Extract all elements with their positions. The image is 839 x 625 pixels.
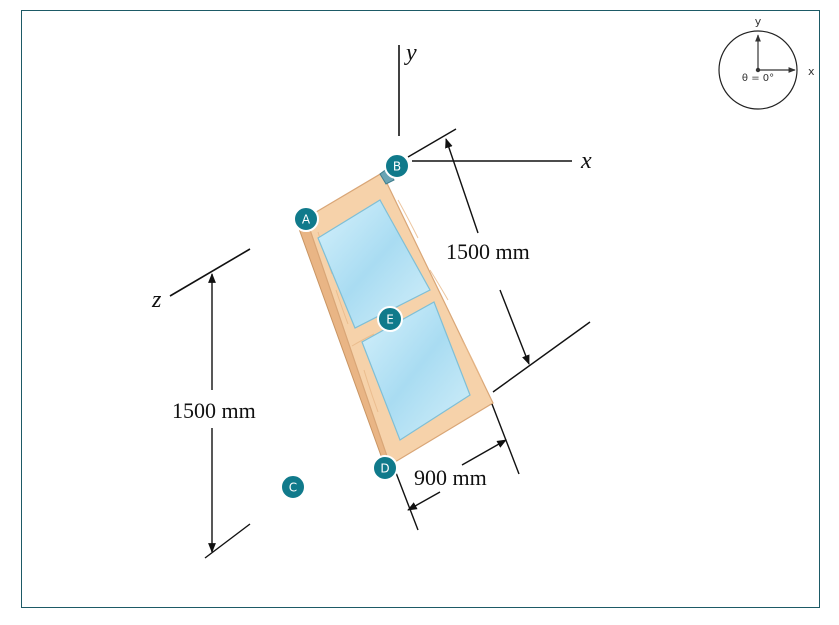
dimension-label-height-left: 1500 mm	[172, 398, 256, 423]
extension-line-top-right	[407, 128, 457, 158]
dimension-arrow-right-upper	[445, 138, 479, 234]
extension-line-bottom-right	[492, 321, 591, 393]
svg-text:E: E	[386, 313, 394, 327]
y-axis-label: y	[404, 40, 417, 66]
glass-pane-upper	[317, 199, 431, 329]
compass-y-label: y	[755, 15, 762, 28]
glass-pane-lower	[361, 301, 471, 441]
point-marker-d[interactable]: D	[372, 455, 398, 481]
svg-text:A: A	[302, 213, 311, 227]
extension-line-bottom-a	[392, 464, 419, 531]
dimension-label-width: 900 mm	[414, 465, 487, 490]
svg-text:B: B	[393, 160, 401, 174]
point-marker-e[interactable]: E	[377, 306, 403, 332]
compass-x-label: x	[808, 65, 815, 78]
orientation-compass[interactable]: y x θ = 0°	[718, 15, 815, 110]
dimension-right: 1500 mm	[407, 128, 591, 393]
point-marker-c[interactable]: C	[280, 474, 306, 500]
svg-text:D: D	[380, 462, 389, 476]
dimension-arrow-right-lower	[499, 289, 530, 365]
dimension-arrow-bottom-right	[461, 439, 507, 466]
z-axis-label: z	[151, 287, 162, 313]
compass-angle-label: θ = 0°	[742, 73, 774, 84]
coordinate-axes: y x z	[151, 40, 592, 313]
dimension-left: 1500 mm	[172, 273, 256, 559]
point-marker-a[interactable]: A	[293, 206, 319, 232]
dimension-bottom: 900 mm	[392, 403, 520, 531]
point-marker-b[interactable]: B	[384, 153, 410, 179]
z-axis-line	[169, 248, 251, 297]
svg-text:C: C	[289, 481, 297, 495]
x-axis-label: x	[580, 148, 592, 174]
dimension-label-height-right: 1500 mm	[446, 239, 530, 264]
dimension-arrow-bottom-left	[407, 491, 441, 511]
extension-line-bottom-b	[491, 403, 520, 475]
compass-origin	[755, 67, 761, 73]
